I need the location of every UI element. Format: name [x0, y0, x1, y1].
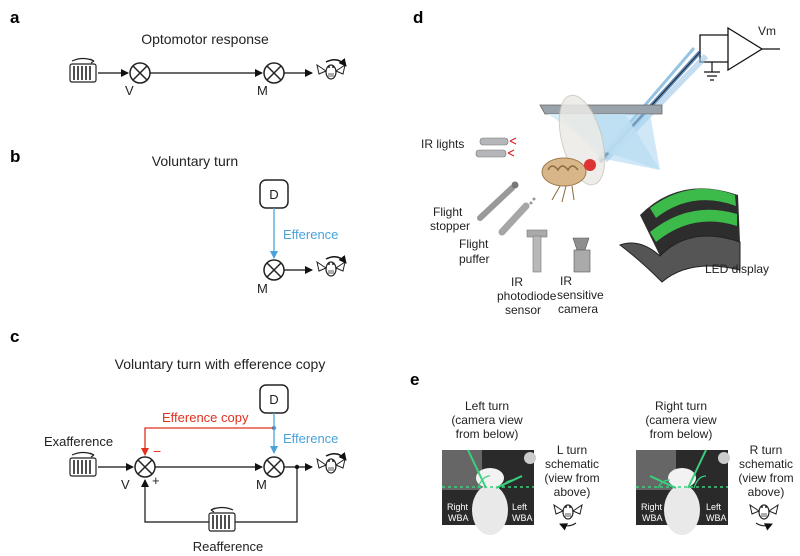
node-d-label: D [269, 392, 278, 407]
node-d-label: D [269, 187, 278, 202]
flight-stopper-label-1: Flight [433, 205, 463, 219]
right-turn-title-3: from below) [650, 427, 713, 441]
fly-icon [316, 64, 346, 80]
efference-label: Efference [283, 227, 338, 242]
led-display-label: LED display [705, 262, 769, 276]
flight-stopper-label-2: stopper [430, 219, 470, 233]
l-schematic-4: above) [554, 485, 591, 499]
left-wba-label-1b: Left [706, 502, 722, 512]
left-wba-label-2: WBA [512, 513, 533, 523]
left-turn-title-1: Left turn [465, 399, 509, 413]
right-wba-label-2b: WBA [642, 513, 663, 523]
l-turn-fly-icon [553, 504, 583, 520]
node-m-label: M [257, 83, 268, 98]
camera-label-3: camera [558, 302, 598, 316]
panel-e-label: e [410, 370, 419, 389]
r-schematic-1: R turn [750, 443, 783, 457]
minus-sign: − [153, 443, 161, 459]
left-wba-label-2b: WBA [706, 513, 727, 523]
photodiode-label-1: IR [511, 275, 523, 289]
visual-node-icon [129, 62, 151, 84]
flight-puffer-icon [498, 197, 536, 236]
motor-node-icon [263, 62, 285, 84]
photodiode-label-3: sensor [505, 303, 541, 317]
r-turn-fly-icon [749, 504, 779, 520]
flight-puffer-label-1: Flight [459, 237, 489, 251]
panel-c: c Voluntary turn with efference copy D E… [10, 327, 347, 554]
l-schematic-2: schematic [545, 457, 599, 471]
panel-c-label: c [10, 327, 19, 346]
efference-copy-label: Efference copy [162, 410, 249, 425]
flight-stopper-icon [477, 181, 519, 221]
right-turn-camera-image [636, 449, 730, 535]
node-v-label: V [125, 83, 134, 98]
panel-a: a Optomotor response V M [10, 8, 347, 98]
motor-node-icon [263, 259, 285, 281]
panel-d: d Vm IR lights [413, 8, 780, 317]
rotating-drum-icon [69, 57, 97, 83]
r-schematic-3: (view from [738, 471, 793, 485]
panel-d-label: d [413, 8, 423, 27]
right-wba-label-2: WBA [448, 513, 469, 523]
rotating-drum-icon [69, 451, 97, 477]
panel-a-label: a [10, 8, 20, 27]
node-v-label: V [121, 477, 130, 492]
fly-icon [316, 261, 346, 277]
exafference-label: Exafference [44, 434, 113, 449]
efference-label: Efference [283, 431, 338, 446]
vm-label: Vm [758, 24, 776, 38]
right-wba-label-1b: Right [641, 502, 663, 512]
panel-c-title: Voluntary turn with efference copy [115, 356, 326, 372]
r-schematic-2: schematic [739, 457, 793, 471]
ir-lights-label: IR lights [421, 137, 464, 151]
panel-b-label: b [10, 147, 20, 166]
l-schematic-1: L turn [557, 443, 587, 457]
r-schematic-4: above) [748, 485, 785, 499]
fly-icon [541, 94, 606, 203]
camera-label-1: IR [560, 274, 572, 288]
node-m-label: M [256, 477, 267, 492]
fly-icon [316, 458, 346, 474]
ir-camera-icon [572, 237, 591, 273]
panel-e: e Left turn (camera view from below) Rig… [410, 370, 794, 535]
photodiode-label-2: photodiode [497, 289, 557, 303]
left-turn-title-3: from below) [456, 427, 519, 441]
panel-a-title: Optomotor response [141, 31, 269, 47]
flight-puffer-label-2: puffer [459, 252, 489, 266]
left-turn-title-2: (camera view [451, 413, 523, 427]
reafference-drum-icon [208, 506, 236, 532]
l-schematic-3: (view from [544, 471, 599, 485]
holder-plate [539, 104, 663, 115]
camera-label-2: sensitive [557, 288, 604, 302]
right-turn-title-2: (camera view [645, 413, 717, 427]
reafference-label: Reafference [193, 539, 264, 554]
left-wba-label-1: Left [512, 502, 528, 512]
left-turn-camera-image [442, 449, 536, 535]
plus-sign: + [152, 473, 160, 488]
panel-b: b Voluntary turn D Efference M [10, 147, 347, 296]
panel-b-title: Voluntary turn [152, 153, 238, 169]
right-turn-title-1: Right turn [655, 399, 707, 413]
right-wba-label-1: Right [447, 502, 469, 512]
motor-node-icon [263, 456, 285, 478]
photodiode-icon [526, 229, 548, 273]
ir-lights-icon [475, 137, 517, 158]
led-display-icon [618, 188, 741, 283]
node-m-label: M [257, 281, 268, 296]
